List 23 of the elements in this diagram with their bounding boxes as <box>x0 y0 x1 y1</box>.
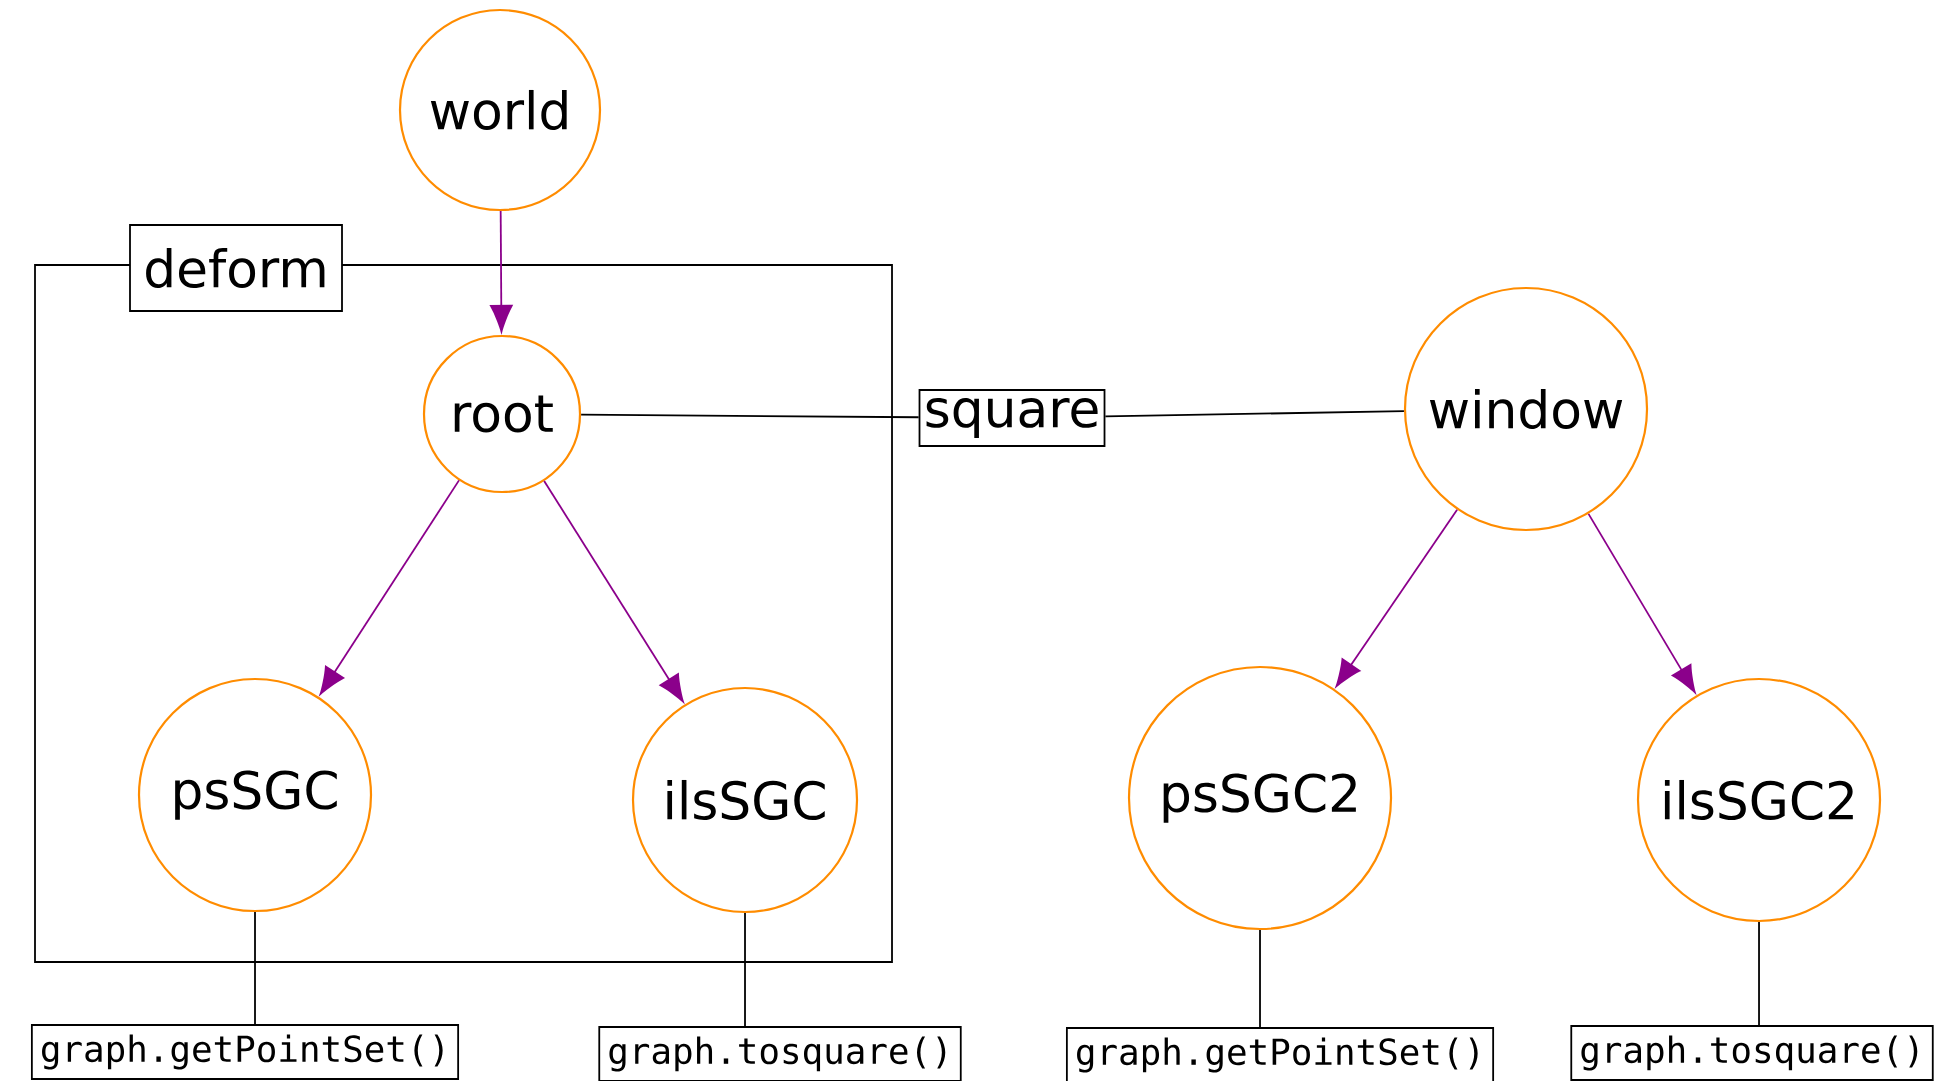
connector-line <box>254 911 256 1025</box>
code-box: graph.getPointSet() <box>30 1024 460 1080</box>
connector-line <box>1104 410 1405 418</box>
connector-line <box>1758 921 1760 1026</box>
connector-line <box>744 912 746 1027</box>
label-box: square <box>918 389 1106 447</box>
circle-node: ilsSGC <box>631 686 859 914</box>
arrow <box>1335 508 1458 687</box>
circle-node: psSGC2 <box>1127 665 1393 931</box>
circle-node: root <box>422 334 582 494</box>
circle-node: psSGC <box>137 677 373 913</box>
circle-node: window <box>1403 286 1649 532</box>
arrow <box>490 210 513 333</box>
circle-node: world <box>398 8 602 212</box>
connector-line <box>1259 929 1261 1028</box>
circle-node: ilsSGC2 <box>1636 677 1882 923</box>
arrow <box>319 479 460 695</box>
code-box: graph.tosquare() <box>598 1026 962 1081</box>
connector-line <box>580 413 920 419</box>
code-box: graph.tosquare() <box>1570 1025 1934 1081</box>
arrow <box>1587 513 1696 693</box>
arrow <box>543 480 684 703</box>
code-box: graph.getPointSet() <box>1066 1027 1495 1081</box>
